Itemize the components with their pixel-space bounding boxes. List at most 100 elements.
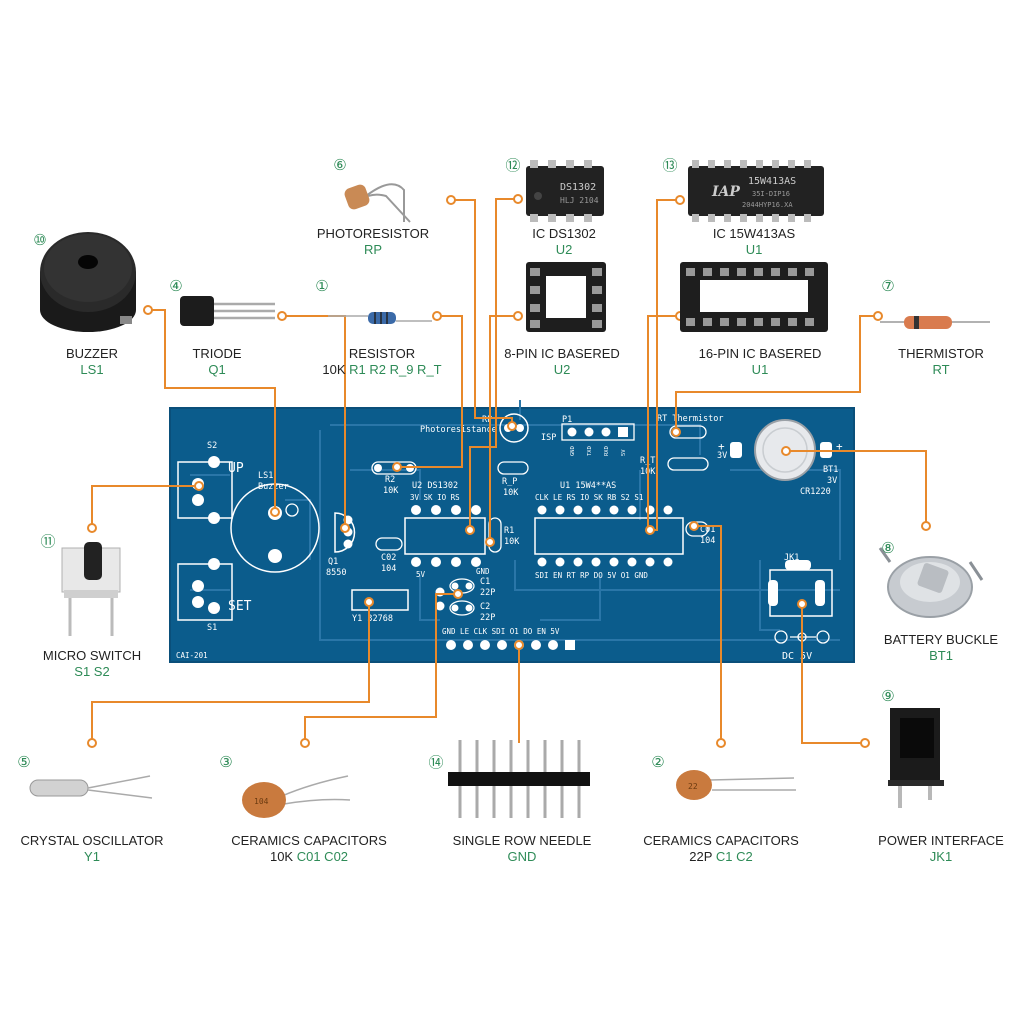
16pin-socket-part <box>680 262 828 332</box>
label-resistor-prefix: 10K <box>322 362 346 377</box>
pcb-q1-val: 8550 <box>326 568 346 578</box>
num-single-row-needle: ⑭ <box>428 754 444 772</box>
u2-pads <box>411 505 481 567</box>
u2-outline <box>404 517 486 555</box>
label-crystal-name: CRYSTAL OSCILLATOR <box>20 833 164 848</box>
pcb-u1-title: U1 15W4**AS <box>560 481 616 491</box>
buzzer-part <box>40 232 136 332</box>
r-p-outline <box>497 461 529 475</box>
label-resistor-ref: R1 R2 R_9 R_T <box>349 362 442 377</box>
isp-pads <box>567 427 628 437</box>
iap-brand: IAP <box>711 184 740 200</box>
isp-header-outline <box>561 423 635 441</box>
label-ceramic-10k: CERAMICS CAPACITORS 10K C01 C02 <box>231 833 387 865</box>
pcb-u1-pins-top: CLK LE RS IO SK RB S2 S1 <box>535 493 643 502</box>
label-battery-buckle-name: BATTERY BUCKLE <box>883 632 999 647</box>
ceramic-10k-part: 104 <box>242 775 351 818</box>
leader-switch <box>91 485 199 528</box>
isp-pin-labels: GND TXD RXD 5V <box>570 446 627 456</box>
num-crystal: ⑤ <box>17 754 31 771</box>
label-battery-buckle: BATTERY BUCKLE BT1 <box>884 632 998 664</box>
label-micro-switch-name: MICRO SWITCH <box>42 648 142 663</box>
label-ceramic-10k-name: CERAMICS CAPACITORS <box>231 833 387 848</box>
leader-resistor <box>395 315 463 468</box>
label-15w413as-ref: U1 <box>745 242 763 257</box>
isp-pin-1: TXD <box>587 446 593 456</box>
label-ceramic-22p-name: CERAMICS CAPACITORS <box>643 833 799 848</box>
pcb-bt1-cell: CR1220 <box>800 487 831 497</box>
label-resistor: RESISTOR 10K R1 R2 R_9 R_T <box>322 346 441 378</box>
leader-battery <box>786 450 927 526</box>
pcb-q1: Q1 <box>328 557 338 567</box>
label-ceramic-22p-ref: C1 C2 <box>715 849 753 864</box>
pcb-header-pins: GND LE CLK SDI O1 DO EN 5V <box>442 627 560 636</box>
isp-pin-0: GND <box>570 446 576 456</box>
iap-model: 15W413AS <box>748 176 796 187</box>
ceramic-22p-part: 22 <box>676 770 796 800</box>
label-16pin-base-ref: U1 <box>751 362 769 377</box>
num-resistor: ① <box>315 278 329 295</box>
leader-buzzer <box>148 309 276 510</box>
pcb-board-id: CAI-201 <box>176 651 208 660</box>
pcb-u1-pins-bottom: SDI EN RT RP DO 5V O1 GND <box>535 571 648 580</box>
label-15w413as-name: IC 15W413AS <box>712 226 796 241</box>
label-ds1302: IC DS1302 U2 <box>532 226 596 258</box>
label-thermistor: THERMISTOR RT <box>898 346 984 378</box>
leader-8pin-base <box>489 315 518 542</box>
leader-thermistor <box>675 315 878 432</box>
pcb-board: Photoresistance RP P1 ISP RT Thermistor … <box>169 400 855 663</box>
leader-ceramic-10k <box>304 593 458 743</box>
label-16pin-base-name: 16-PIN IC BASERED <box>698 346 822 361</box>
ds1302-marking: DS1302 <box>560 182 596 193</box>
label-16pin-base: 16-PIN IC BASERED U1 <box>699 346 822 378</box>
pcb-r-p: R_P <box>502 477 517 487</box>
pcb-s1: S1 <box>207 623 217 633</box>
buzzer-pad-2 <box>268 549 282 563</box>
triode-part <box>180 296 275 326</box>
pcb-bt1-v: 3V <box>827 476 837 486</box>
switch-s1-outline <box>177 563 233 621</box>
label-battery-buckle-ref: BT1 <box>929 648 953 663</box>
num-thermistor: ⑦ <box>881 278 895 295</box>
pcb-plus-right: + <box>836 440 843 453</box>
leader-ds1302 <box>469 198 518 530</box>
num-ds1302: ⑫ <box>505 157 521 175</box>
pcb-ls1: LS1 <box>258 471 273 481</box>
pcb-c1-val: 22P <box>480 588 495 598</box>
pcb-bt1: BT1 <box>823 465 838 475</box>
label-ceramic-22p: CERAMICS CAPACITORS 22P C1 C2 <box>643 833 799 865</box>
micro-switch-part <box>61 542 121 636</box>
leader-lines <box>91 198 927 744</box>
label-ds1302-name: IC DS1302 <box>532 226 596 241</box>
label-8pin-base-name: 8-PIN IC BASERED <box>504 346 620 361</box>
buzzer-plus-mark <box>285 503 299 517</box>
pcb-rp: RP <box>482 415 492 425</box>
label-buzzer-name: BUZZER <box>66 346 118 361</box>
ds1302-sub-marking: HLJ 2104 <box>560 196 599 205</box>
switch-s2-outline <box>177 461 233 519</box>
pcb-silkscreen: Photoresistance RP P1 ISP RT Thermistor … <box>176 414 843 662</box>
num-ceramic-10k: ③ <box>219 754 233 771</box>
single-row-needle-part <box>448 740 590 818</box>
label-8pin-base: 8-PIN IC BASERED U2 <box>504 346 620 378</box>
num-photoresistor: ⑥ <box>333 157 347 174</box>
label-micro-switch: MICRO SWITCH S1 S2 <box>43 648 141 680</box>
iap-sub2: 2044HYP16.XA <box>742 201 793 209</box>
label-triode: TRIODE Q1 <box>192 346 241 378</box>
pcb-isp: ISP <box>541 433 556 443</box>
label-triode-name: TRIODE <box>192 346 242 361</box>
pcb-plus-left: + <box>718 440 725 453</box>
pcb-gnd: GND <box>476 567 490 576</box>
isp-pin-3: 5V <box>621 449 627 456</box>
pcb-c2: C2 <box>480 602 490 612</box>
num-power-interface: ⑨ <box>881 688 895 705</box>
label-resistor-name: RESISTOR <box>348 346 416 361</box>
num-ceramic-22p: ② <box>651 754 665 771</box>
label-15w413as: IC 15W413AS U1 <box>713 226 795 258</box>
label-buzzer-ref: LS1 <box>80 362 104 377</box>
pcb-c01-val: 104 <box>700 536 715 546</box>
label-photoresistor-ref: RP <box>363 242 383 257</box>
num-buzzer: ⑩ <box>33 232 47 249</box>
